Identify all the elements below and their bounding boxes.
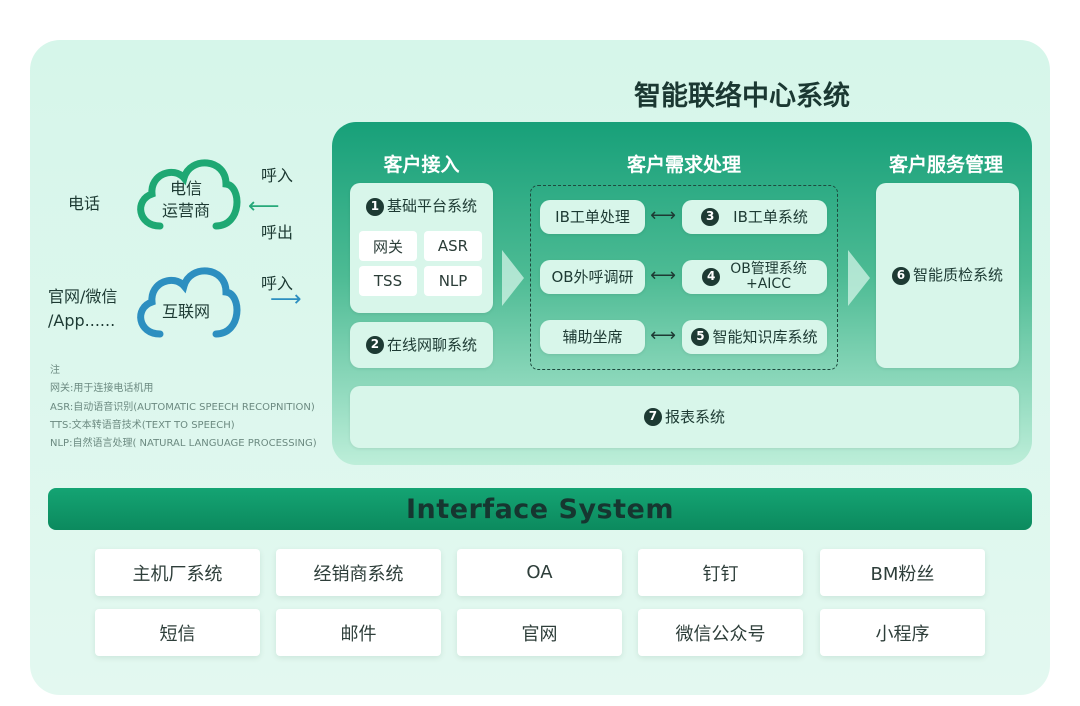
number-badge: 1 [365,198,384,216]
call-in-label: 呼入 [261,166,294,185]
base-platform-label: 基础平台系统 [386,197,477,215]
interface-item: 钉钉 [638,549,803,596]
note-heading: 注 [50,365,60,376]
number-badge: 5 [691,328,710,346]
quality-inspection-label: 智能质检系统 [912,266,1003,285]
interface-item: 邮件 [276,609,441,656]
ob-management-label: OB管理系统+AICC [730,260,807,293]
call-in-label-2: 呼入 [261,274,294,293]
module-nlp: NLP [424,266,482,296]
chevron-right-icon [848,250,870,306]
arrow-right-icon: ⟶ [270,287,302,312]
interface-item: 短信 [95,609,260,656]
bidirectional-arrow-icon: ⟷ [650,205,676,226]
ib-ticket-process: IB工单处理 [540,200,645,234]
ob-management-system: 4 OB管理系统+AICC [682,260,827,294]
web-line2: /App...... [48,311,116,330]
telecom-cloud-label: 电信 运营商 [150,178,222,222]
section-service-title: 客户服务管理 [888,154,1003,176]
internet-cloud-icon [137,267,241,338]
telecom-cloud-icon [137,159,241,230]
note-gateway: 网关:用于连接电话机用 [50,383,154,394]
interface-system-bar: Interface System [48,488,1032,530]
number-badge: 4 [702,268,721,286]
ob-line2: +AICC [746,276,791,292]
telecom-line2: 运营商 [161,201,210,220]
interface-item: OA [457,549,622,596]
interface-item: 微信公众号 [638,609,803,656]
section-demand-title: 客户需求处理 [626,154,741,176]
interface-item: BM粉丝 [820,549,985,596]
internet-cloud-label: 互联网 [161,302,210,321]
phone-label: 电话 [68,194,101,213]
demand-group [530,185,838,370]
call-out-label: 呼出 [261,223,294,242]
assistant-agent: 辅助坐席 [540,320,645,354]
interface-item: 官网 [457,609,622,656]
knowledge-base-label: 智能知识库系统 [712,327,818,346]
interface-item: 经销商系统 [276,549,441,596]
bidirectional-arrow-icon: ⟷ [650,265,676,286]
ob-survey: OB外呼调研 [540,260,645,294]
interface-item: 主机厂系统 [95,549,260,596]
note-nlp: NLP:自然语言处理( NATURAL LANGUAGE PROCESSING) [50,438,317,449]
number-badge: 3 [701,208,720,226]
note-asr: ASR:自动语音识别(AUTOMATIC SPEECH RECOPNITION) [50,402,315,413]
telecom-line1: 电信 [169,179,202,198]
bidirectional-arrow-icon: ⟷ [650,325,676,346]
web-line1: 官网/微信 [48,287,118,306]
number-badge: 6 [891,266,910,285]
report-system-label: 报表系统 [664,407,725,426]
web-label: 官网/微信 /App...... [48,285,117,333]
ob-line1: OB管理系统 [730,260,807,277]
ib-ticket-system-label: IB工单系统 [733,207,808,226]
number-badge: 7 [643,408,662,426]
section-access-title: 客户接入 [383,154,460,176]
module-tss: TSS [359,266,417,296]
interface-item: 小程序 [820,609,985,656]
module-gateway: 网关 [359,231,417,261]
note-tts: TTS:文本转语音技术(TEXT TO SPEECH) [50,420,235,431]
chevron-right-icon [502,250,524,306]
diagram-title: 智能联络中心系统 [634,81,850,112]
number-badge: 2 [365,336,384,354]
arrow-left-icon: ⟵ [248,194,280,219]
module-asr: ASR [424,231,482,261]
online-chat-label: 在线网聊系统 [386,335,477,354]
ib-ticket-system: 3 IB工单系统 [682,200,827,234]
